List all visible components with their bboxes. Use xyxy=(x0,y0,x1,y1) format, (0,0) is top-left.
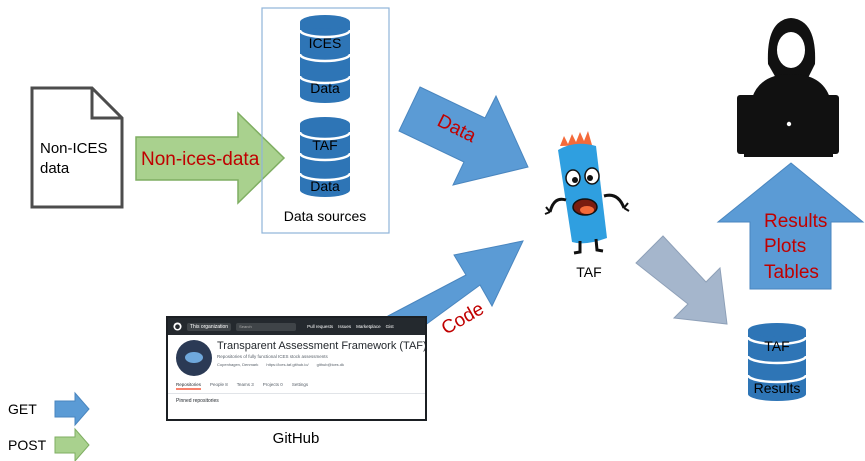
user-laptop-icon xyxy=(737,18,839,157)
taf-mascot-icon xyxy=(544,131,630,255)
github-org-description: Repositories of fully functional ICES st… xyxy=(217,354,328,359)
non-ices-data-arrow-label: Non-ices-data xyxy=(141,149,260,170)
non-ices-doc-line2: data xyxy=(40,160,70,177)
github-meta-email[interactable]: github@ices.dk xyxy=(316,362,345,367)
taf-database-icon xyxy=(298,117,352,197)
github-meta-url[interactable]: https://ices-taf.github.io/ xyxy=(266,362,309,367)
results-arrow-line3: Tables xyxy=(764,262,819,283)
data-arrow xyxy=(398,86,529,186)
results-arrow-line2: Plots xyxy=(764,236,806,257)
github-org-meta: Copenhagen, Denmark https://ices-taf.git… xyxy=(217,362,425,367)
data-sources-box xyxy=(261,7,390,234)
github-screenshot: This organization Search Pull requests I… xyxy=(166,316,427,421)
github-org-title: Transparent Assessment Framework (TAF) xyxy=(217,340,427,352)
taf-mascot-caption: TAF xyxy=(576,264,601,280)
github-tab-repositories[interactable]: Repositories xyxy=(176,382,202,390)
github-nav: Pull requests Issues Marketplace Gist xyxy=(307,324,394,329)
data-sources-caption: Data sources xyxy=(284,208,366,224)
github-header-bar: This organization Search Pull requests I… xyxy=(168,318,425,335)
github-tab-teams[interactable]: Teams 3 xyxy=(236,382,254,387)
legend-get-arrow xyxy=(54,391,90,427)
ices-db-top-label: ICES xyxy=(309,35,342,51)
taf-db-top-label: TAF xyxy=(312,137,337,153)
github-pinned-heading: Pinned repositories xyxy=(176,398,219,404)
results-arrow-line1: Results xyxy=(764,211,827,232)
github-nav-marketplace[interactable]: Marketplace xyxy=(356,324,381,329)
github-tabs: Repositories People 8 Teams 3 Projects 0… xyxy=(168,379,425,394)
non-ices-doc-line1: Non-ICES xyxy=(40,140,108,157)
github-caption: GitHub xyxy=(273,430,320,447)
github-org-avatar xyxy=(176,340,212,376)
non-ices-data-arrow xyxy=(135,111,286,205)
github-tab-people[interactable]: People 8 xyxy=(210,382,228,387)
results-db-bottom-label: Results xyxy=(754,380,801,396)
github-logo-icon xyxy=(173,322,182,331)
taf-db-bottom-label: Data xyxy=(310,178,340,194)
results-database-icon xyxy=(746,323,808,401)
results-output-arrow xyxy=(635,235,728,325)
document-icon xyxy=(30,86,124,209)
results-up-arrow xyxy=(716,162,865,290)
legend-get-label: GET xyxy=(8,401,37,417)
legend-post-arrow xyxy=(54,427,90,461)
github-tab-projects[interactable]: Projects 0 xyxy=(262,382,283,387)
github-org-label: This organization xyxy=(187,322,232,331)
github-search-input[interactable]: Search xyxy=(236,322,297,331)
github-nav-issues[interactable]: Issues xyxy=(338,324,352,329)
github-nav-gist[interactable]: Gist xyxy=(385,324,394,329)
github-tab-settings[interactable]: Settings xyxy=(291,382,309,387)
ices-db-bottom-label: Data xyxy=(310,80,340,96)
github-meta-location: Copenhagen, Denmark xyxy=(217,362,259,367)
github-org-header: Transparent Assessment Framework (TAF) R… xyxy=(168,335,425,379)
legend-post-label: POST xyxy=(8,437,47,453)
ices-database-icon xyxy=(298,15,352,103)
github-nav-pull-requests[interactable]: Pull requests xyxy=(307,324,334,329)
results-db-top-label: TAF xyxy=(764,338,789,354)
